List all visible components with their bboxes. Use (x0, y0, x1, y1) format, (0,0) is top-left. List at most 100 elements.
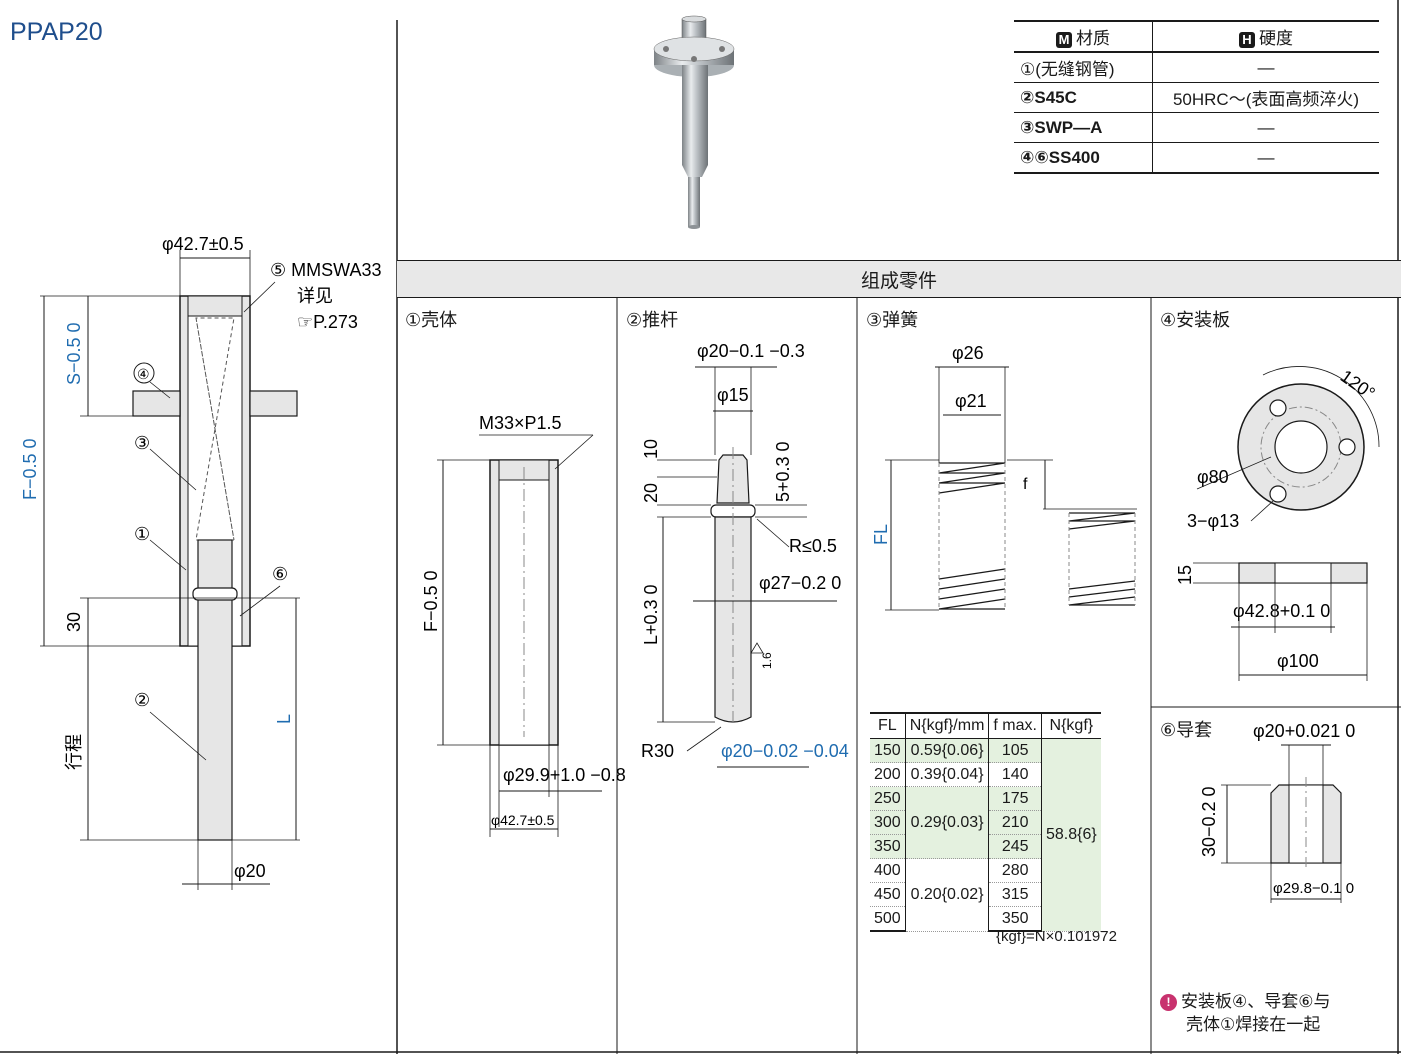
part2-title: ②推杆 (626, 310, 679, 330)
table-cell: 150 (870, 738, 906, 763)
table-cell: 300 (870, 810, 906, 835)
table-cell: ②S45C (1014, 82, 1153, 113)
table-cell: — (1152, 112, 1379, 143)
table-cell: — (1152, 52, 1379, 83)
part3-dim-26: φ26 (952, 343, 984, 363)
table-cell: ④⑥SS400 (1014, 142, 1153, 174)
part4-drawing: 120° φ80 3−φ13 15 φ42.8+0.1 0 φ100 (1175, 366, 1380, 681)
table-cell: 175 (988, 786, 1042, 811)
part3-title: ③弹簧 (866, 310, 919, 330)
table-cell: 50HRC～(表面高频淬火) (1152, 82, 1379, 113)
table-cell: 500 (870, 906, 906, 932)
product-photo (653, 15, 735, 229)
part1-dim-inner: φ29.9+1.0 −0.8 (503, 765, 626, 785)
part2-dim-bottom: φ20−0.02 −0.04 (721, 741, 849, 761)
part2-drawing: φ20−0.1 −0.3 φ15 10 20 5+0.3 0 R≤0.5 φ27… (641, 341, 849, 768)
part4-dim-100: φ100 (1277, 651, 1319, 671)
table-row: 450 315 (870, 882, 1101, 907)
part4-title: ④安装板 (1160, 310, 1231, 330)
part2-dim-r30: R30 (641, 741, 674, 761)
spring-header-fmax: f max. (988, 712, 1042, 739)
info-icon: ! (1160, 994, 1177, 1012)
part2-dim-rough: 1.6 (760, 652, 774, 669)
part2-dim-r: R≤0.5 (789, 536, 837, 556)
table-cell: 0.59{0.06} (904, 738, 989, 763)
assembly-dim-l: L (274, 714, 294, 724)
table-cell: — (1152, 142, 1379, 174)
assembly-dim-f: F−0.5 0 (20, 438, 40, 500)
part6-dim-30: 30−0.2 0 (1199, 786, 1219, 857)
table-cell: 350 (988, 906, 1042, 932)
assembly-dim-top: φ42.7±0.5 (162, 234, 244, 254)
assembly-dim-bottom: φ20 (234, 861, 266, 881)
assembly-marker-1: ① (134, 524, 150, 544)
part3-dim-fl: FL (871, 524, 891, 545)
assembly-dim-stroke: 行程 (64, 734, 84, 770)
part1-thread: M33×P1.5 (479, 413, 562, 433)
section-header: 组成零件 (397, 260, 1401, 298)
table-cell: 250 (870, 786, 906, 811)
table-cell: 0.39{0.04} (904, 762, 989, 787)
part3-dim-f: f (1023, 476, 1028, 493)
table-row: ①(无缝钢管)— (1014, 52, 1379, 83)
table-row: 500 350 (870, 906, 1101, 932)
part3-drawing: φ26 φ21 FL f (871, 343, 1137, 611)
part2-dim-10: 10 (641, 439, 661, 459)
table-cell: 0.29{0.03} (904, 786, 989, 859)
assembly-callout-5-ref: ☞P.273 (297, 312, 358, 332)
table-cell: 450 (870, 882, 906, 907)
table-cell: ①(无缝钢管) (1014, 52, 1153, 83)
spring-header-rate: N{kgf}/mm (904, 712, 989, 739)
table-row: 350 245 (870, 834, 1101, 859)
part1-drawing: M33×P1.5 F−0.5 0 φ29.9+1.0 −0.8 φ42.7±0.… (421, 413, 626, 837)
table-cell: 105 (988, 738, 1042, 763)
part2-dim-27: φ27−0.2 0 (759, 573, 841, 593)
table-cell: FL N{kgf}/mm f max. N{kgf} (870, 712, 1101, 739)
table-cell: 350 (870, 834, 906, 859)
part6-dim-top: φ20+0.021 0 (1253, 721, 1355, 741)
table-cell: ③SWP—A (1014, 112, 1153, 143)
part2-dim-l: L+0.3 0 (641, 584, 661, 645)
part4-dim-428: φ42.8+0.1 0 (1233, 601, 1330, 621)
spring-header-fl: FL (870, 712, 906, 739)
table-cell: 400 (870, 858, 906, 883)
part1-dim-outer: φ42.7±0.5 (491, 812, 555, 828)
part4-dim-80: φ80 (1197, 467, 1229, 487)
table-cell: 245 (988, 834, 1042, 859)
table-cell: 58.8{6} (1040, 738, 1101, 932)
part2-dim-5: 5+0.3 0 (773, 441, 793, 502)
part6-dim-bottom: φ29.8−0.1 0 (1273, 880, 1354, 897)
table-cell: 315 (988, 882, 1042, 907)
part4-dim-120: 120° (1337, 366, 1379, 404)
assembly-dim-s: S−0.5 0 (64, 322, 84, 385)
part3-dim-21: φ21 (955, 391, 987, 411)
assembly-marker-3: ③ (134, 433, 150, 453)
assembly-dim-30: 30 (64, 612, 84, 632)
part1-dim-f: F−0.5 0 (421, 570, 441, 632)
table-row: ④⑥SS400— (1014, 142, 1379, 174)
part1-title: ①壳体 (405, 310, 458, 330)
page-title: PPAP20 (10, 18, 103, 46)
part4-dim-15: 15 (1175, 565, 1195, 585)
assembly-drawing: φ42.7±0.5 φ20 S−0.5 0 F−0.5 0 30 行程 L ⑤ … (20, 234, 381, 890)
table-cell: 200 (870, 762, 906, 787)
part6-title: ⑥导套 (1160, 720, 1213, 740)
table-cell: 140 (988, 762, 1042, 787)
table-cell: 280 (988, 858, 1042, 883)
part2-dim-20: 20 (641, 483, 661, 503)
weld-note: !安装板④、导套⑥与 壳体①焊接在一起 (1160, 990, 1330, 1036)
part2-dim-top: φ20−0.1 −0.3 (697, 341, 805, 361)
assembly-marker-2: ② (134, 690, 150, 710)
table-row: ③SWP—A— (1014, 112, 1379, 143)
part2-dim-15: φ15 (717, 385, 749, 405)
